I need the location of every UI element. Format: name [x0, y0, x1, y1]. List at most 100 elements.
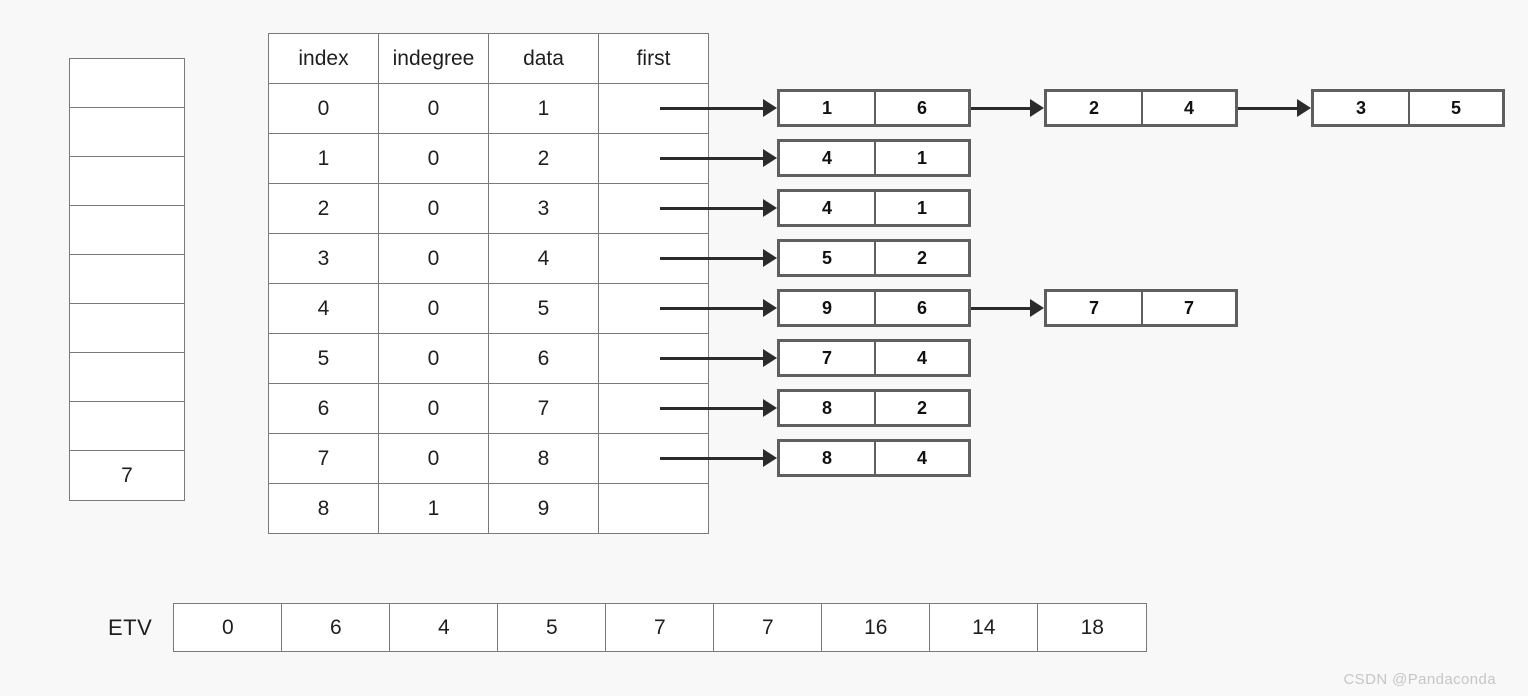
node-vertex: 3: [1355, 97, 1366, 118]
cell-first-pointer: [598, 333, 709, 384]
cell-first-pointer: [598, 433, 709, 484]
stack-cell: [70, 59, 184, 108]
column-header-data: data: [488, 33, 599, 84]
cell-first-pointer: [598, 483, 709, 534]
node-vertex: 9: [821, 297, 832, 318]
cell-index: 2: [268, 183, 379, 234]
etv-cell: 7: [714, 604, 823, 651]
node-vertex: 1: [821, 97, 832, 118]
cell-data: 9: [488, 483, 599, 534]
table-header: index indegree data first: [268, 33, 709, 84]
node-weight: 1: [874, 192, 968, 224]
cell-index: 6: [268, 383, 379, 434]
cell-data: 5: [488, 283, 599, 334]
cell-data: 4: [488, 233, 599, 284]
node-weight: 4: [874, 442, 968, 474]
node-vertex: 4: [821, 197, 832, 218]
watermark: CSDN @Pandaconda: [1343, 671, 1496, 688]
arrow-icon: [1238, 88, 1311, 128]
cell-index: 4: [268, 283, 379, 334]
cell-first-pointer: [598, 83, 709, 134]
etv-cell: 4: [390, 604, 499, 651]
node-vertex: 7: [821, 347, 832, 368]
cell-index: 0: [268, 83, 379, 134]
node-weight: 7: [1141, 292, 1235, 324]
stack-cell: [70, 353, 184, 402]
cell-index: 1: [268, 133, 379, 184]
arrow-icon: [971, 88, 1044, 128]
cell-data: 3: [488, 183, 599, 234]
node-weight: 4: [874, 342, 968, 374]
cell-indegree: 0: [378, 283, 489, 334]
etv-cell: 18: [1038, 604, 1147, 651]
node-weight: 6: [874, 292, 968, 324]
cell-index: 3: [268, 233, 379, 284]
node-weight: 4: [1141, 92, 1235, 124]
etv-cell: 5: [498, 604, 607, 651]
cell-index: 8: [268, 483, 379, 534]
node-vertex: 5: [821, 247, 832, 268]
node-weight: 6: [874, 92, 968, 124]
stack-array: 7: [69, 58, 185, 501]
node-vertex: 8: [821, 397, 832, 418]
cell-data: 6: [488, 333, 599, 384]
cell-data: 2: [488, 133, 599, 184]
column-header-first: first: [598, 33, 709, 84]
etv-cell: 0: [174, 604, 283, 651]
column-header-index: index: [268, 33, 379, 84]
cell-index: 5: [268, 333, 379, 384]
stack-cell: [70, 304, 184, 353]
cell-first-pointer: [598, 233, 709, 284]
cell-first-pointer: [598, 283, 709, 334]
column-header-indegree: indegree: [378, 33, 489, 84]
cell-index: 7: [268, 433, 379, 484]
cell-indegree: 1: [378, 483, 489, 534]
cell-indegree: 0: [378, 83, 489, 134]
node-vertex: 7: [1088, 297, 1099, 318]
cell-indegree: 0: [378, 333, 489, 384]
cell-indegree: 0: [378, 433, 489, 484]
node-vertex: 4: [821, 147, 832, 168]
etv-cell: 14: [930, 604, 1039, 651]
node-vertex: 8: [821, 447, 832, 468]
cell-data: 8: [488, 433, 599, 484]
cell-indegree: 0: [378, 233, 489, 284]
cell-indegree: 0: [378, 183, 489, 234]
cell-first-pointer: [598, 133, 709, 184]
etv-cell: 16: [822, 604, 931, 651]
cell-first-pointer: [598, 183, 709, 234]
etv-label: ETV: [108, 614, 153, 640]
node-weight: 1: [874, 142, 968, 174]
node-weight: 2: [874, 242, 968, 274]
stack-cell: 7: [70, 451, 184, 500]
cell-indegree: 0: [378, 133, 489, 184]
table-header-row: index indegree data first: [268, 33, 709, 84]
etv-cell: 6: [282, 604, 391, 651]
cell-data: 7: [488, 383, 599, 434]
etv-cell: 7: [606, 604, 715, 651]
